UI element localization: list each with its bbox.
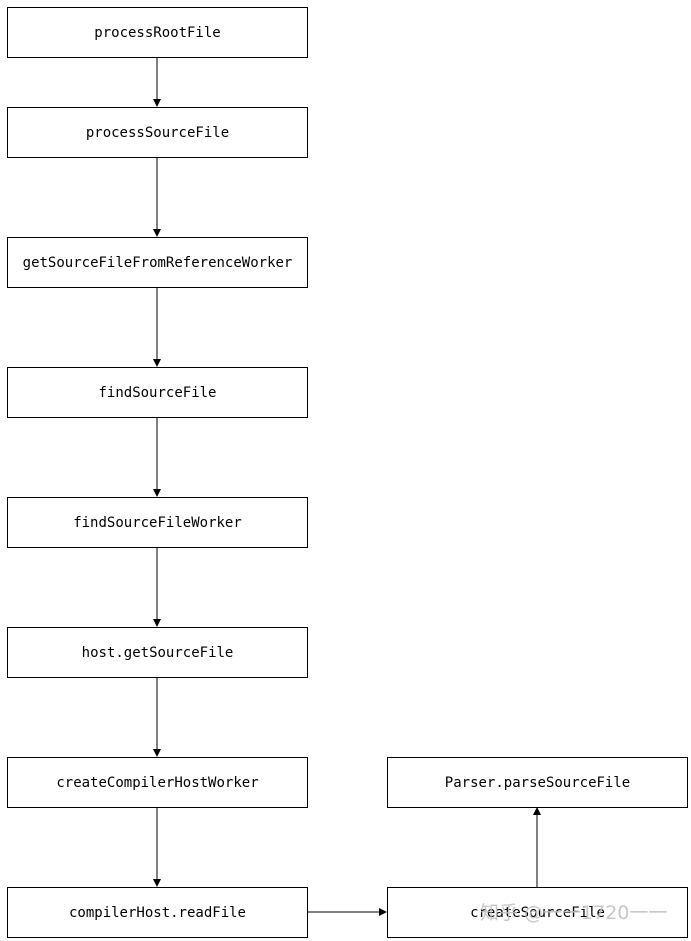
node-label: getSourceFileFromReferenceWorker [22, 254, 293, 271]
node-Parser-parseSourceFile: Parser.parseSourceFile [387, 757, 688, 808]
node-processRootFile: processRootFile [7, 7, 308, 58]
node-createCompilerHostWorker: createCompilerHostWorker [7, 757, 308, 808]
node-label: createCompilerHostWorker [56, 774, 259, 791]
node-label: processRootFile [94, 24, 221, 41]
node-createSourceFile: createSourceFile [387, 887, 688, 938]
node-label: Parser.parseSourceFile [444, 774, 631, 791]
node-label: findSourceFile [98, 384, 217, 401]
node-findSourceFileWorker: findSourceFileWorker [7, 497, 308, 548]
node-host-getSourceFile: host.getSourceFile [7, 627, 308, 678]
node-label: processSourceFile [85, 124, 230, 141]
node-getSourceFileFromReferenceWorker: getSourceFileFromReferenceWorker [7, 237, 308, 288]
node-label: findSourceFileWorker [73, 514, 242, 531]
node-findSourceFile: findSourceFile [7, 367, 308, 418]
node-label: compilerHost.readFile [68, 904, 246, 921]
node-label: host.getSourceFile [81, 644, 234, 661]
node-processSourceFile: processSourceFile [7, 107, 308, 158]
node-compilerHost-readFile: compilerHost.readFile [7, 887, 308, 938]
node-label: createSourceFile [470, 904, 605, 921]
